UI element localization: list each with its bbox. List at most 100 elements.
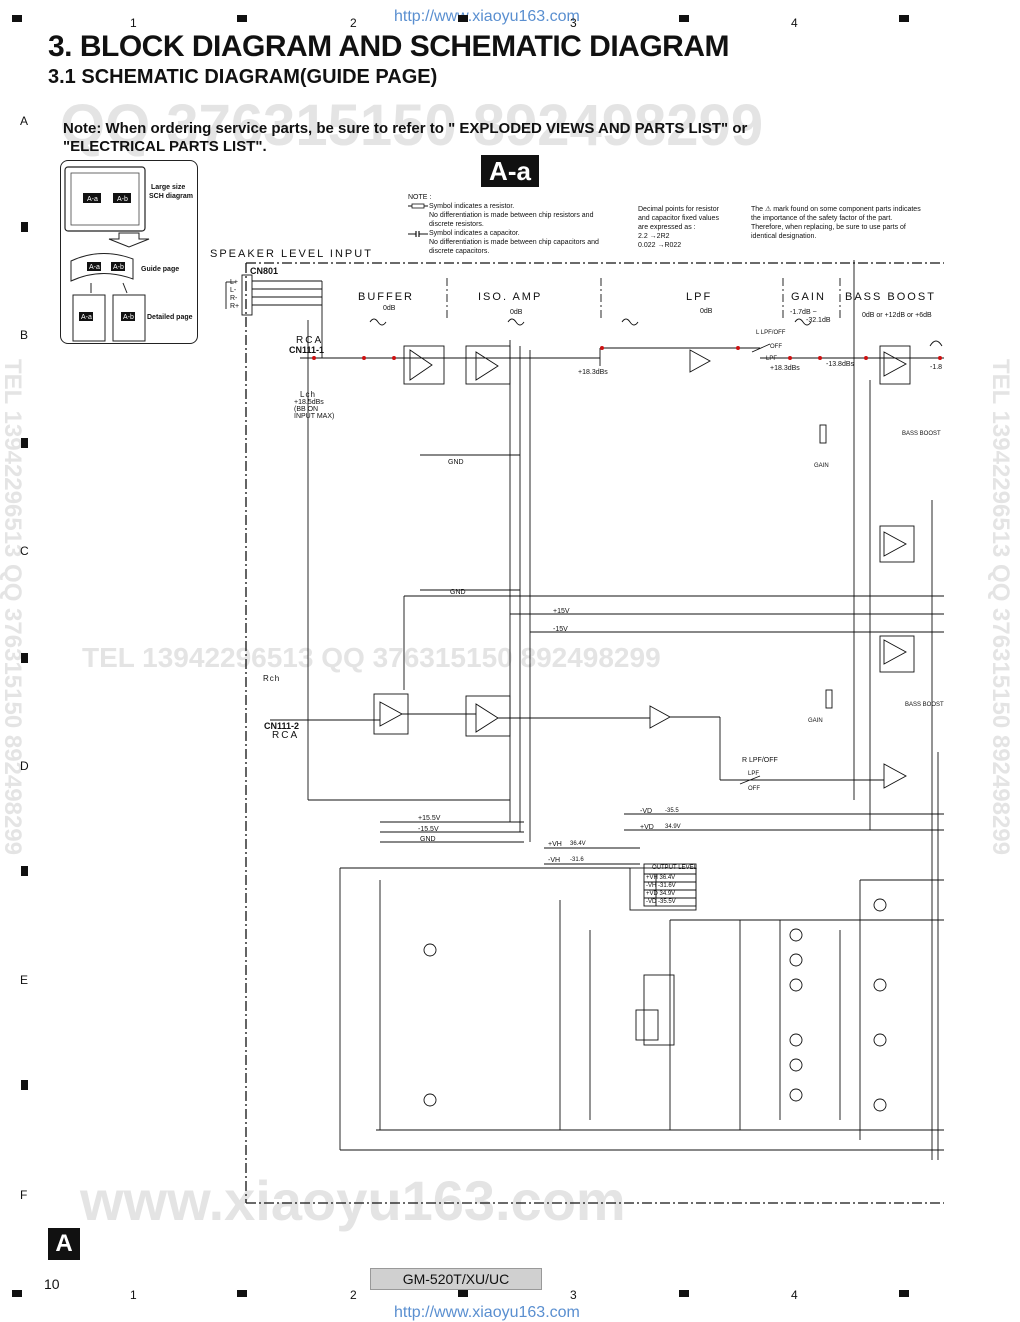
output-level-row: -VD -35.5V [646, 899, 676, 905]
rail-plus-vd: +VD [640, 824, 654, 831]
grid-mark [12, 1290, 22, 1297]
section-badge: A [48, 1228, 80, 1260]
col-label: 4 [791, 16, 798, 30]
row-label: B [20, 328, 29, 342]
guide-sch-diagram: SCH diagram [149, 193, 193, 200]
page-subtitle: 3.1 SCHEMATIC DIAGRAM(GUIDE PAGE) [48, 66, 438, 88]
gain-pot-label-1: GAIN [814, 463, 829, 469]
guide-large-size: Large size [151, 184, 186, 191]
grid-mark [899, 15, 909, 22]
col-label: 2 [350, 1288, 357, 1302]
gnd-label-1: GND [448, 459, 464, 466]
level-lpf: 0dB [700, 308, 713, 315]
guide-aa-label-mid: A-a [89, 264, 100, 271]
grid-mark [237, 1290, 247, 1297]
sheet-tag: A-a [481, 155, 539, 187]
row-label: F [20, 1188, 28, 1202]
r-lpf-label: LPF [748, 771, 760, 777]
grid-mark [12, 15, 22, 22]
level-183-a: +18.3dBs [578, 369, 608, 376]
rail-minus-vh: -VH [548, 857, 561, 864]
cn111-2-label: CN111-2 [264, 721, 300, 731]
symbol-legend [408, 203, 428, 237]
watermark-top-numbers: QQ 376315150 892498299 [60, 93, 764, 158]
rail-plus-vh: +VH [548, 841, 562, 848]
row-label: E [20, 973, 29, 987]
grid-mark [21, 1080, 28, 1090]
level-bass: 0dB or +12dB or +6dB [862, 312, 932, 319]
notes-heading: NOTE : [408, 194, 432, 201]
cn111-1-label: CN111-1 [289, 345, 325, 355]
row-label: C [20, 544, 29, 558]
level-18: -1.8 [930, 364, 943, 371]
input-r-minus: R- [230, 295, 238, 302]
input-r-plus: R+ [230, 303, 240, 310]
stage-bass-boost: BASS BOOST [845, 291, 936, 303]
row-label: A [20, 114, 29, 128]
guide-page-label: Guide page [141, 266, 180, 273]
rca-top-label: RCA [296, 335, 324, 346]
grid-mark [679, 15, 689, 22]
guide-detailed-page: Detailed page [147, 314, 193, 321]
l-lpf-off-label: L LPF/OFF [756, 330, 786, 336]
page-title: 3. BLOCK DIAGRAM AND SCHEMATIC DIAGRAM [48, 30, 729, 63]
watermark-tel-mid: TEL 13942296513 QQ 376315150 892498299 [82, 642, 661, 673]
level-gain-1: -1.7dB ~ [790, 309, 817, 316]
level-iso-amp: 0dB [510, 309, 523, 316]
note-line-2: "ELECTRICAL PARTS LIST". [63, 138, 267, 155]
input-l-minus: L- [230, 287, 237, 294]
output-level-row: -VH -31.6V [646, 883, 676, 889]
output-level-title: OUTPUT LEVEL [652, 865, 697, 871]
stage-lpf: LPF [686, 291, 713, 303]
col-label: 4 [791, 1288, 798, 1302]
input-l-plus: L+ [230, 279, 238, 286]
guide-ab-label-bottom: A-b [123, 314, 134, 321]
gain-pot-label-2: GAIN [808, 718, 823, 724]
gnd-label-2: GND [450, 589, 466, 596]
col-label: 1 [130, 16, 137, 30]
col-label: 3 [570, 1288, 577, 1302]
grid-mark [21, 438, 28, 448]
guide-graphic [64, 166, 150, 342]
bottom-url[interactable]: http://www.xiaoyu163.com [394, 1304, 580, 1321]
stage-buffer: BUFFER [358, 291, 414, 303]
guide-ab-label-mid: A-b [113, 264, 124, 271]
rail-minus-vd-value: -35.5 [665, 808, 679, 814]
red-markers [312, 346, 942, 360]
guide-box: A-a A-b Large size SCH diagram Guide pag… [60, 160, 198, 344]
rail-minus-vh-value: -31.6 [570, 857, 584, 863]
note-line-1: Note: When ordering service parts, be su… [63, 120, 748, 137]
row-label: D [20, 759, 29, 773]
stage-iso-amp: ISO. AMP [478, 291, 543, 303]
level-138: -13.8dBs [826, 361, 855, 368]
l-lpf-label: LPF [766, 356, 778, 362]
lch-level-2: (BB ON [294, 406, 319, 413]
rch-label: Rch [263, 674, 281, 683]
level-buffer: 0dB [383, 305, 396, 312]
guide-aa-label-top: A-a [87, 196, 98, 203]
level-183-b: +18.3dBs [770, 365, 800, 372]
output-level-row: +VH 36.4V [646, 875, 676, 881]
grid-mark [21, 222, 28, 232]
grid-mark [458, 15, 468, 22]
rca-bottom-label: RCA [272, 730, 300, 741]
guide-aa-label-bottom: A-a [81, 314, 92, 321]
r-lpf-off-label: R LPF/OFF [742, 757, 778, 764]
gnd-label-3: GND [420, 836, 436, 843]
r-off-label: OFF [748, 786, 760, 792]
top-url[interactable]: http://www.xiaoyu163.com [394, 8, 580, 25]
rail-plus155: +15.5V [418, 815, 441, 822]
watermark-bottom-site: www.xiaoyu163.com [80, 1169, 626, 1232]
rail-plus-vh-value: 36.4V [570, 841, 586, 847]
grid-mark [679, 1290, 689, 1297]
rail-minus-vd: -VD [640, 808, 653, 815]
grid-mark [21, 653, 28, 663]
resistor-note: Symbol indicates a resistor.No different… [429, 203, 599, 255]
guide-ab-label-top: A-b [117, 196, 128, 203]
cn801-label: CN801 [250, 266, 279, 276]
speaker-level-input-label: SPEAKER LEVEL INPUT [210, 248, 373, 260]
lch-label: Lch [300, 390, 316, 399]
lch-level-3: INPUT MAX) [294, 413, 335, 420]
